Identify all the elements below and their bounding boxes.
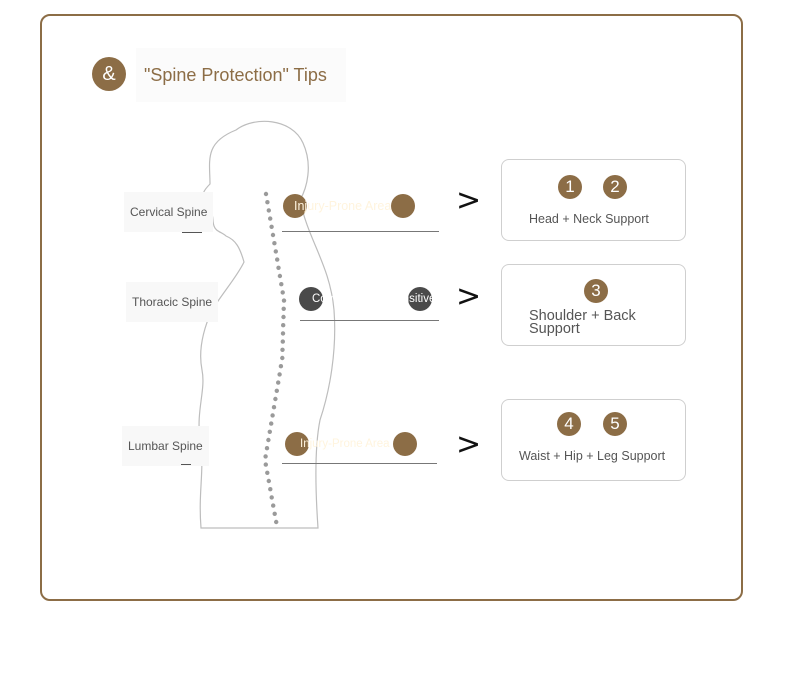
support-box-shoulder-back: 3 Shoulder + Back Support: [501, 264, 686, 346]
tick-cervical: [182, 232, 202, 233]
spine-dot: [269, 421, 274, 426]
spine-dot: [270, 413, 275, 418]
spine-dot: [269, 224, 274, 229]
arrow-right-icon: >: [456, 183, 482, 218]
spine-dot: [273, 396, 278, 402]
spine-dot: [267, 429, 272, 434]
spine-dot: [277, 372, 282, 377]
spine-dot: [281, 323, 286, 328]
spine-dot: [281, 314, 286, 320]
spine-dot: [279, 282, 284, 287]
page-title: "Spine Protection" Tips: [136, 48, 346, 102]
callout-dot-right: [393, 432, 417, 456]
callout-line-cervical: [282, 231, 439, 232]
spine-dot: [271, 503, 276, 508]
support-box-head-neck: 1 2 Head + Neck Support: [501, 159, 686, 241]
callout-dot-right: [391, 194, 415, 218]
spine-dot: [281, 298, 287, 303]
spine-dot: [271, 405, 277, 410]
label-lumbar-spine: Lumbar Spine: [122, 426, 209, 466]
spine-dot: [263, 191, 269, 197]
spine-dot: [273, 249, 278, 254]
number-badge: 2: [603, 175, 627, 199]
spine-dot: [266, 437, 271, 443]
spine-dot: [270, 232, 276, 238]
label-cervical-spine: Cervical Spine: [124, 192, 214, 232]
callout-cervical: Injury-Prone Area: [283, 194, 423, 218]
spine-dot: [281, 306, 286, 311]
header-badge: &: [92, 57, 126, 91]
callout-dot-left: [299, 287, 323, 311]
spine-dots: [263, 191, 287, 525]
number-badge: 3: [584, 279, 608, 303]
spine-dot: [263, 454, 268, 459]
spine-dot: [264, 446, 270, 451]
arrow-right-icon: >: [456, 427, 482, 462]
spine-dot: [280, 355, 285, 361]
callout-dot-right: [408, 287, 432, 311]
spine-dot: [266, 478, 271, 484]
callout-text: Injury-Prone Area: [300, 438, 390, 450]
support-box-waist-hip-leg: 4 5 Waist + Hip + Leg Support: [501, 399, 686, 481]
spine-dot: [277, 273, 283, 279]
number-badge: 1: [558, 175, 582, 199]
spine-dot: [274, 519, 279, 525]
callout-dot-left: [283, 194, 307, 218]
card-frame: [40, 14, 743, 601]
support-label: Waist + Hip + Leg Support: [519, 449, 666, 463]
spine-dot: [263, 462, 268, 467]
spine-dot: [275, 257, 280, 262]
callout-text: Injury-Prone Area: [294, 199, 392, 213]
callout-line-lumbar: [282, 463, 437, 464]
spine-dot: [274, 388, 279, 393]
spine-dot: [280, 339, 285, 344]
callout-line-thoracic: [300, 320, 439, 321]
spine-dot: [268, 216, 273, 221]
spine-dot: [278, 364, 284, 369]
spine-dot: [265, 470, 270, 475]
spine-dot: [269, 495, 274, 500]
arrow-right-icon: >: [456, 279, 482, 314]
spine-dot: [272, 511, 277, 516]
body-outline: [198, 120, 336, 529]
spine-dot: [265, 200, 270, 205]
spine-dot: [266, 208, 271, 213]
spine-dot: [276, 265, 281, 270]
tick-lumbar: [181, 464, 191, 465]
number-badge: 4: [557, 412, 581, 436]
support-label: Shoulder + Back Support: [529, 308, 636, 337]
spine-dot: [276, 380, 281, 385]
support-label: Head + Neck Support: [529, 212, 649, 226]
callout-thoracic: Comparatively Sensitive: [299, 287, 435, 311]
callout-dot-left: [285, 432, 309, 456]
number-badge: 5: [603, 412, 627, 436]
spine-dot: [280, 331, 286, 336]
label-thoracic-spine: Thoracic Spine: [126, 282, 219, 322]
spine-dot: [280, 347, 285, 352]
spine-dot: [280, 290, 285, 295]
spine-dot: [272, 241, 277, 246]
callout-lumbar: Injury-Prone Area: [285, 432, 419, 456]
spine-dot: [268, 487, 273, 492]
callout-text: Comparatively Sensitive: [312, 293, 436, 305]
